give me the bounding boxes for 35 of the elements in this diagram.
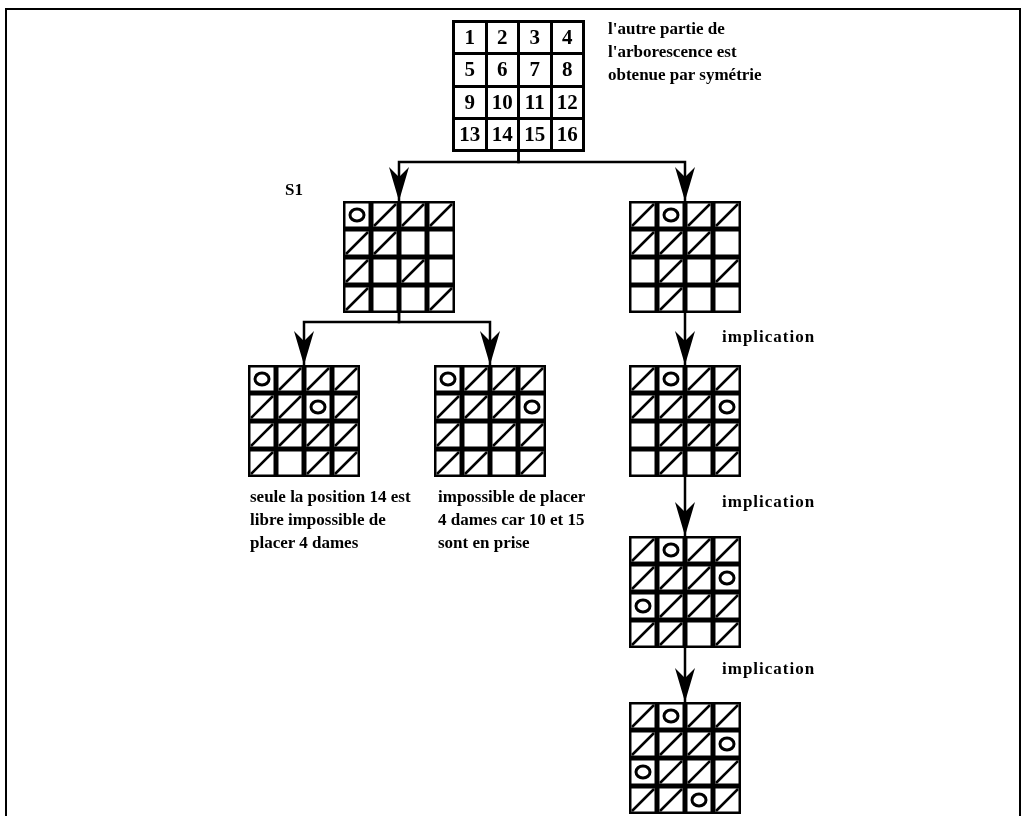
board-square: 9: [455, 87, 485, 117]
board-square: 14: [487, 119, 517, 149]
chessboard-drawing: [343, 201, 455, 313]
arrow: [517, 152, 695, 201]
board-square: 13: [455, 119, 485, 149]
board-square: 8: [552, 55, 582, 85]
chessboard-drawing: [248, 365, 360, 477]
chessboard-drawing: [434, 365, 546, 477]
chessboard-drawing: [629, 702, 741, 814]
chessboard-drawing: [629, 365, 741, 477]
chessboard-drawing: [629, 201, 741, 313]
edge-label: implication: [722, 491, 816, 513]
board-square: 12: [552, 87, 582, 117]
board-square: 7: [520, 55, 550, 85]
board-square: 10: [487, 87, 517, 117]
arrow: [397, 313, 500, 365]
caption-text: S1: [285, 179, 304, 201]
board-square: 1: [455, 23, 485, 53]
board-square: 2: [487, 23, 517, 53]
edge-label: implication: [722, 326, 816, 348]
arrow: [675, 477, 695, 536]
caption-text: l'autre partie de l'arborescence est obtenue par symétrie: [608, 18, 763, 86]
board-square: 4: [552, 23, 582, 53]
chessboard-drawing: [629, 536, 741, 648]
arrow: [675, 648, 695, 702]
caption-text: seule la position 14 est libre impossible de placer 4 dames: [250, 486, 412, 554]
board-square: 5: [455, 55, 485, 85]
board-square: 16: [552, 119, 582, 149]
board-square: 3: [520, 23, 550, 53]
arrow: [675, 313, 695, 365]
board-square: 6: [487, 55, 517, 85]
board-square: 11: [520, 87, 550, 117]
caption-text: impossible de placer 4 dames car 10 et 15 sont en prise: [438, 486, 587, 554]
board-square: 15: [520, 119, 550, 149]
edge-label: implication: [722, 658, 816, 680]
